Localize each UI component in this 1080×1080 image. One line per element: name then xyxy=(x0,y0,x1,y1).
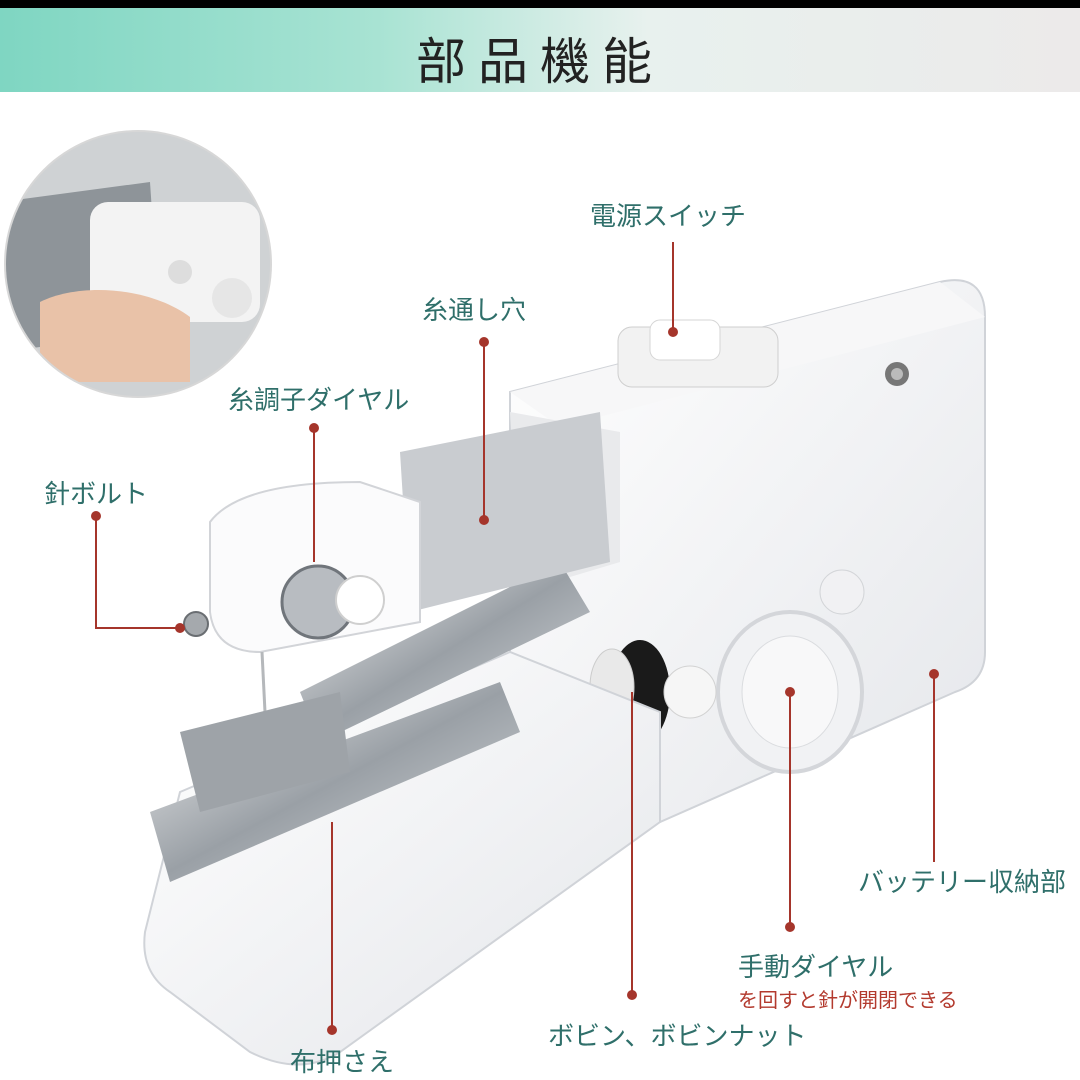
label-thread-hole: 糸通し穴 xyxy=(422,296,527,326)
product-diagram: 電源スイッチ 糸通し穴 糸調子ダイヤル 針ボルト バッテリー収納部 手動ダイヤル… xyxy=(0,92,1080,1080)
top-border xyxy=(0,0,1080,8)
leader-lines xyxy=(95,242,935,1030)
page-title: 部品機能 xyxy=(416,33,664,91)
sewing-machine-illustration xyxy=(4,130,986,1066)
label-bobbin: ボビン、ボビンナット xyxy=(548,1022,807,1052)
label-manual-dial: 手動ダイヤル xyxy=(738,953,894,983)
label-tension-dial: 糸調子ダイヤル xyxy=(228,386,410,416)
label-manual-dial-note: を回すと針が開閉できる xyxy=(738,988,958,1012)
machine-front xyxy=(143,412,661,1066)
leader-dots xyxy=(91,327,939,1035)
usage-photo-inset xyxy=(4,130,272,398)
header-banner: 部品機能 xyxy=(0,8,1080,92)
label-battery-compartment: バッテリー収納部 xyxy=(858,868,1067,898)
label-power-switch: 電源スイッチ xyxy=(590,202,747,232)
label-needle-bolt: 針ボルト xyxy=(44,480,149,510)
label-presser-foot: 布押さえ xyxy=(290,1048,395,1078)
